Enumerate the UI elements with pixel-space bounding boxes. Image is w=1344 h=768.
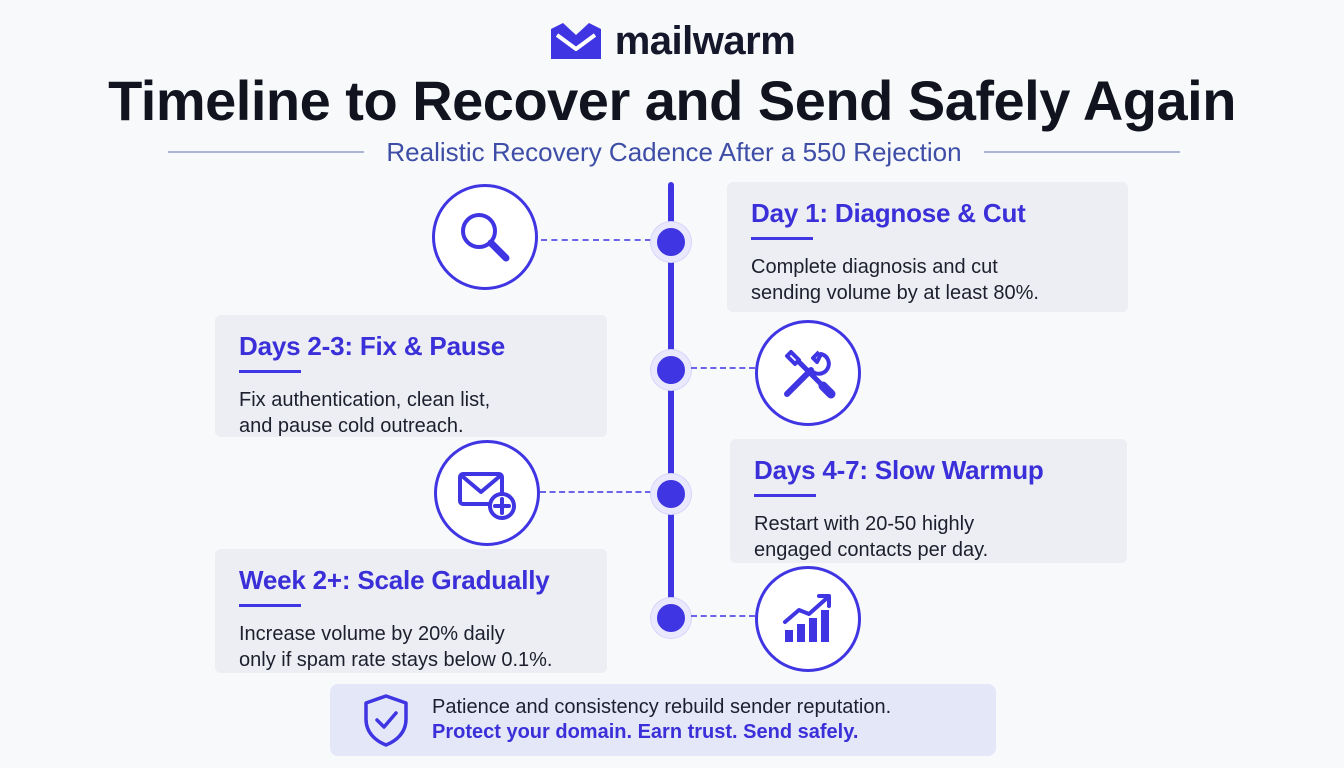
step-4-card: Week 2+: Scale Gradually Increase volume…	[215, 549, 607, 673]
step-1-connector	[541, 239, 651, 241]
step-2-icon-circle	[755, 320, 861, 426]
step-2-connector	[691, 367, 755, 369]
step-3-underline	[754, 494, 816, 497]
footer-line-2: Protect your domain. Earn trust. Send sa…	[432, 721, 859, 743]
page-subtitle: Realistic Recovery Cadence After a 550 R…	[386, 136, 962, 167]
step-4-underline	[239, 604, 301, 607]
step-3-title: Days 4-7: Slow Warmup	[754, 455, 1044, 485]
subtitle-row: Realistic Recovery Cadence After a 550 R…	[168, 134, 1180, 170]
subtitle-divider-left	[168, 151, 365, 153]
brand-header: mailwarm	[0, 18, 1344, 64]
tools-icon	[784, 350, 836, 399]
step-1-marker	[651, 222, 691, 262]
step-4-body: Increase volume by 20% daily only if spa…	[239, 623, 553, 671]
step-3-connector	[540, 491, 651, 493]
envelope-logo-icon	[550, 23, 601, 59]
magnifier-icon	[461, 213, 510, 262]
step-3-icon-circle	[434, 440, 540, 546]
step-3-body: Restart with 20-50 highly engaged contac…	[754, 513, 989, 561]
step-3-card: Days 4-7: Slow Warmup Restart with 20-50…	[730, 439, 1127, 563]
growth-chart-icon	[783, 594, 831, 642]
step-4-marker	[651, 598, 691, 638]
footer-banner: Patience and consistency rebuild sender …	[330, 684, 996, 756]
step-2-title: Days 2-3: Fix & Pause	[239, 331, 506, 361]
page-title: Timeline to Recover and Send Safely Agai…	[108, 69, 1236, 132]
brand-name: mailwarm	[614, 18, 796, 63]
step-3-marker	[651, 474, 691, 514]
envelope-plus-icon	[458, 472, 516, 520]
step-2-body: Fix authentication, clean list, and paus…	[239, 389, 491, 437]
shield-check-icon	[364, 694, 408, 747]
step-2-card: Days 2-3: Fix & Pause Fix authentication…	[215, 315, 607, 437]
step-4-icon-circle	[755, 566, 861, 672]
footer-line-1: Patience and consistency rebuild sender …	[432, 696, 892, 718]
step-1-title: Day 1: Diagnose & Cut	[751, 198, 1026, 228]
step-4-connector	[691, 615, 755, 617]
step-2-marker	[651, 350, 691, 390]
step-2-underline	[239, 370, 301, 373]
step-4-title: Week 2+: Scale Gradually	[239, 565, 550, 595]
step-1-body: Complete diagnosis and cut sending volum…	[751, 256, 1039, 304]
timeline-spine	[668, 182, 674, 636]
step-1-card: Day 1: Diagnose & Cut Complete diagnosis…	[727, 182, 1128, 312]
subtitle-divider-right	[983, 151, 1180, 153]
step-1-underline	[751, 237, 813, 240]
footer-text: Patience and consistency rebuild sender …	[432, 696, 891, 744]
step-1-icon-circle	[432, 184, 538, 290]
